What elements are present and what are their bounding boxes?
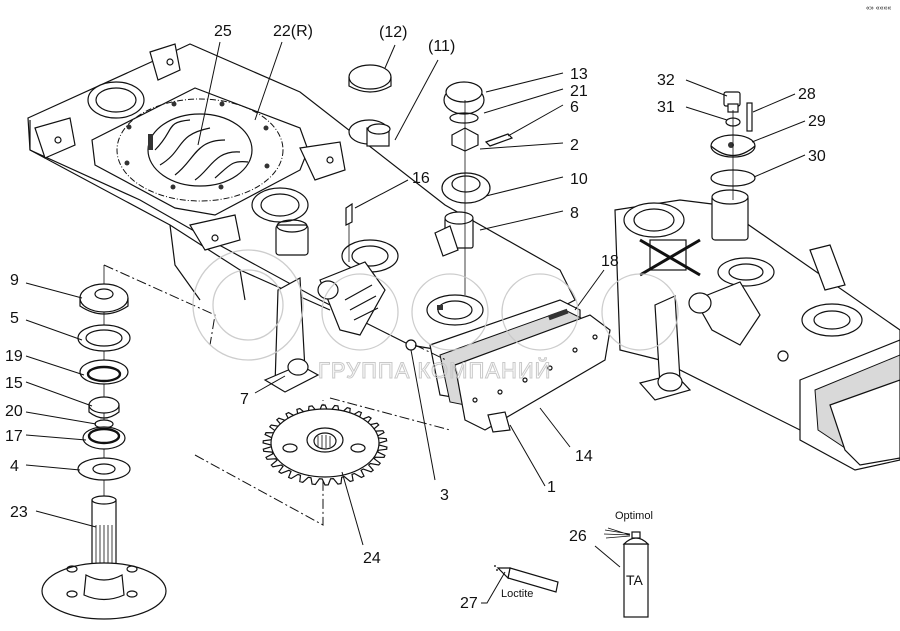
callout-9: 9 — [10, 272, 19, 289]
cover-plate-14 — [454, 314, 611, 431]
right-axle-housing — [614, 189, 900, 471]
upper-bearing-stack — [345, 64, 514, 295]
callout-4: 4 — [10, 458, 19, 475]
callout-19: 19 — [5, 348, 23, 365]
callout-1: 1 — [547, 479, 556, 496]
left-axle-housing — [27, 43, 611, 433]
callout-26: 26 — [569, 528, 587, 545]
hub-bearing-stack — [41, 265, 167, 620]
adhesive-brand-label: Loctite — [501, 588, 533, 600]
callout-32: 32 — [657, 72, 675, 89]
callout-6: 6 — [570, 99, 579, 116]
callout-29: 29 — [808, 113, 826, 130]
spray-can-label: TA — [626, 572, 644, 588]
spray-can-26: TA Optimol — [603, 510, 653, 618]
callout-23: 23 — [10, 504, 28, 521]
watermark-subtitle: ГРУППА КОМПАНИЙ — [318, 358, 552, 383]
corner-mark: «» «««« — [866, 5, 891, 12]
callout-2: 2 — [570, 137, 579, 154]
watermark: ГРУППА КОМПАНИЙ — [192, 249, 679, 384]
adhesive-tube-27: Loctite — [494, 565, 559, 600]
callout-8: 8 — [570, 205, 579, 222]
callout-20: 20 — [5, 403, 23, 420]
right-upper-cap-stack — [710, 91, 756, 200]
callout-25: 25 — [214, 23, 232, 40]
callout-31: 31 — [657, 99, 675, 116]
ring-gear-24 — [262, 404, 388, 486]
internal-gear-25 — [148, 119, 249, 181]
callout-11: (11) — [428, 38, 455, 55]
callout-21: 21 — [570, 83, 588, 100]
callout-3: 3 — [440, 487, 449, 504]
callout-13: 13 — [570, 66, 588, 83]
callout-22r: 22(R) — [273, 23, 313, 40]
spray-brand-label: Optimol — [615, 510, 653, 522]
callout-24: 24 — [363, 550, 381, 567]
callout-18: 18 — [601, 253, 619, 270]
callout-14: 14 — [575, 448, 593, 465]
leader-lines — [25, 41, 806, 604]
callout-10: 10 — [570, 171, 588, 188]
crossed-out-part — [639, 238, 701, 277]
callout-28: 28 — [798, 86, 816, 103]
callout-30: 30 — [808, 148, 826, 165]
callout-7: 7 — [240, 391, 249, 408]
callout-27: 27 — [460, 595, 478, 612]
callout-labels: 25 22(R) (12) (11) 13 21 6 2 10 8 16 32 … — [5, 23, 826, 612]
callout-15: 15 — [5, 375, 23, 392]
callout-12: (12) — [379, 24, 407, 41]
callout-5: 5 — [10, 310, 19, 327]
callout-16: 16 — [412, 170, 430, 187]
callout-17: 17 — [5, 428, 23, 445]
